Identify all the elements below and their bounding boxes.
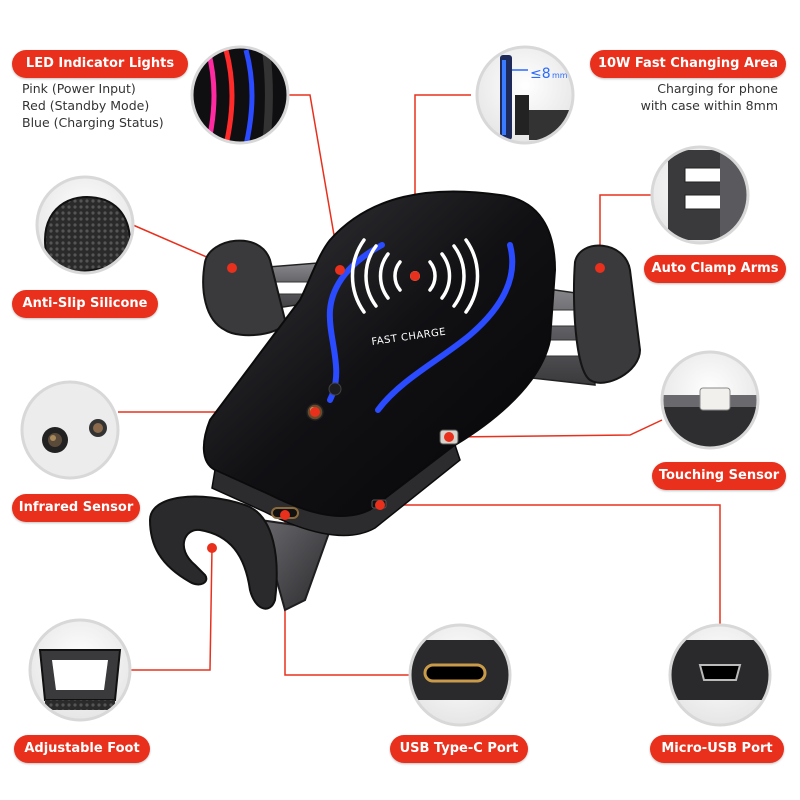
car-mount-charger: FAST CHARGE <box>148 190 642 612</box>
blue-led-strip-left <box>326 242 385 403</box>
ir-sensor-dot <box>328 382 342 396</box>
led-detail-circle <box>190 45 290 145</box>
micro-usb-label: Micro-USB Port <box>650 735 784 763</box>
callout-markers <box>207 263 605 553</box>
infrared-sensor-label: Infrared Sensor <box>12 494 140 522</box>
gap-icon-label: ≤8 <box>530 66 551 82</box>
anti-slip-label: Anti-Slip Silicone <box>12 290 158 318</box>
blue-led-strip-right <box>375 242 516 413</box>
fast-area-line-1: Charging for phone <box>657 81 778 96</box>
fast-area-label: 10W Fast Changing Area <box>590 50 786 78</box>
adjustable-foot-shape <box>148 495 278 610</box>
micro-detail-circle <box>668 623 772 727</box>
led-line-blue: Blue (Charging Status) <box>22 115 164 130</box>
touch-detail-circle <box>660 350 760 450</box>
left-clamp-arm <box>202 239 287 337</box>
clamp-detail-circle <box>650 145 750 245</box>
charger-body <box>202 190 557 518</box>
auto-clamp-label: Auto Clamp Arms <box>644 255 786 283</box>
foot-detail-circle <box>28 618 132 722</box>
led-line-pink: Pink (Power Input) <box>22 81 136 96</box>
typec-detail-circle <box>408 623 512 727</box>
fast-area-description: Charging for phone with case within 8mm <box>641 80 778 114</box>
fast-area-detail-circle: ≤8 mm <box>475 45 575 145</box>
led-indicator-description: Pink (Power Input) Red (Standby Mode) Bl… <box>22 80 164 131</box>
adjustable-foot-label: Adjustable Foot <box>14 735 150 763</box>
touching-sensor-label: Touching Sensor <box>652 462 786 490</box>
gap-icon-unit: mm <box>552 71 568 80</box>
led-line-red: Red (Standby Mode) <box>22 98 150 113</box>
right-clamp-arm <box>572 244 642 384</box>
infrared-detail-circle <box>20 380 120 480</box>
type-c-label: USB Type-C Port <box>390 735 528 763</box>
fast-area-line-2: with case within 8mm <box>640 98 778 113</box>
led-indicator-label: LED Indicator Lights <box>12 50 188 78</box>
silicone-detail-circle <box>35 175 135 275</box>
